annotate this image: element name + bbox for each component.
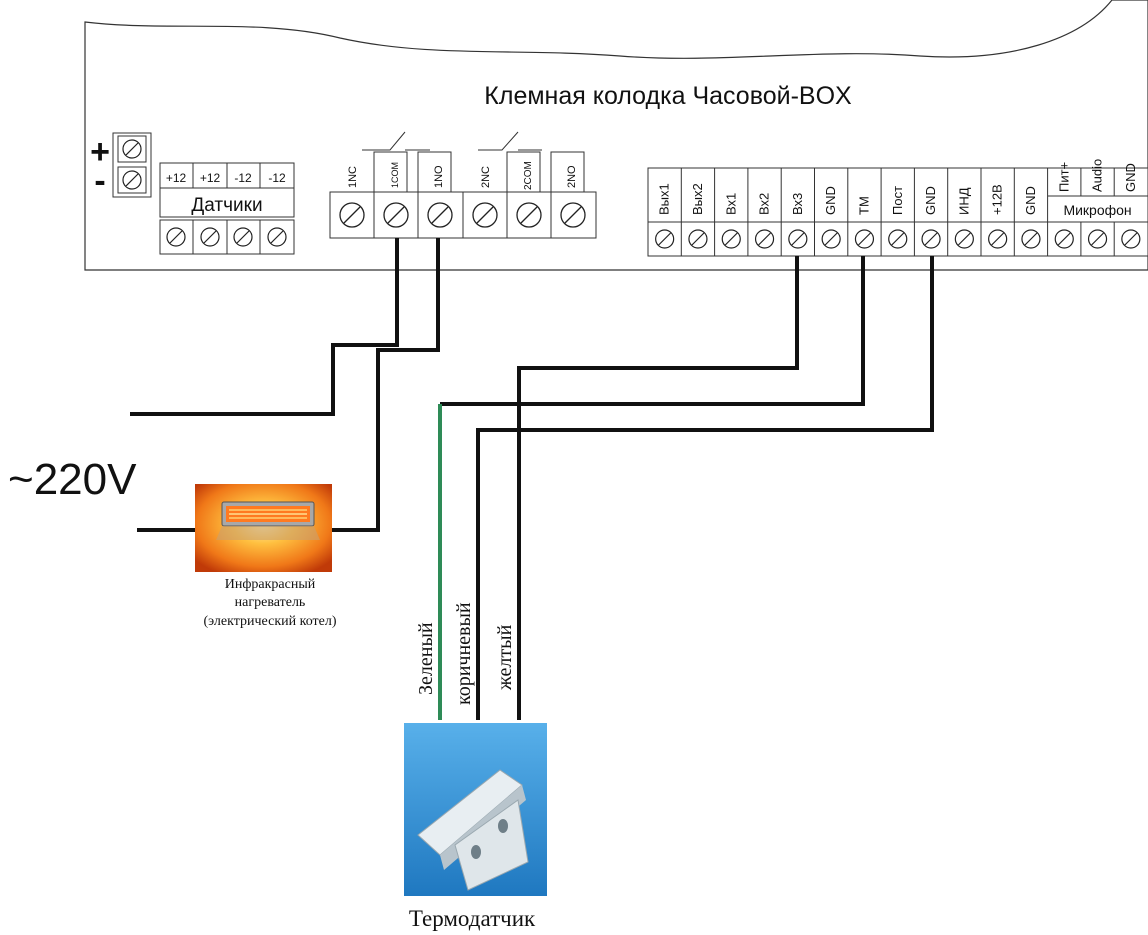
right-terminal-label: Пит+ [1056, 162, 1071, 192]
board-title: Клемная колодка Часовой-BOX [484, 82, 852, 110]
wire-gnd-brown [476, 256, 934, 720]
sensor-terminal-label-4: -12 [268, 171, 286, 185]
wire-label-green: Зеленый [415, 622, 437, 695]
relay-screw-icon [560, 202, 586, 228]
right-terminal-screw-icon [854, 229, 875, 249]
wire-tm-green-junction [440, 256, 865, 406]
mains-label: ~220V [8, 455, 137, 504]
relay-screw-icon [339, 202, 365, 228]
heater-caption-line2: нагреватель [235, 595, 306, 610]
right-terminal-label: Вх1 [723, 193, 738, 215]
relay-screw-icon [472, 202, 498, 228]
heater-caption-line1: Инфракрасный [225, 577, 316, 592]
sensor-terminal-label-3: -12 [234, 171, 252, 185]
right-terminal-label: GND [923, 186, 938, 215]
heater-caption-line3: (электрический котел) [203, 614, 336, 629]
right-terminal-screw-icon [988, 229, 1008, 249]
sensor-screw-icon [233, 227, 253, 247]
relay-screw-icon [383, 202, 409, 228]
right-terminal-label: ТМ [856, 196, 871, 215]
relay1-switch-icon [362, 131, 406, 151]
relay-label-1com: 1COM [390, 162, 400, 188]
sensors-block: +12 +12 -12 -12 Датчики [159, 162, 295, 255]
right-terminal-label: Вых2 [690, 183, 705, 215]
power-plus-label: + [90, 133, 110, 171]
sensor-terminal-label-2: +12 [200, 171, 221, 185]
power-terminal: + - [90, 132, 152, 200]
sensor-body-icon [417, 769, 529, 891]
right-terminal-screw-icon [954, 229, 974, 249]
right-terminal-label: Пост [890, 186, 905, 215]
microphone-caption: Микрофон [1063, 202, 1131, 218]
relay-screw-icon [427, 202, 453, 228]
power-plus-screw-icon [122, 139, 142, 159]
sensors-caption: Датчики [191, 195, 262, 216]
right-terminal-screw-icon [655, 229, 675, 249]
right-terminal-screw-icon [788, 229, 808, 249]
right-terminal-label: Вх3 [790, 193, 805, 215]
relay-label-1no: 1NO [433, 165, 445, 188]
relay-label-2no: 2NO [566, 165, 578, 188]
right-terminal-screw-icon [821, 229, 841, 249]
relay-label-2com: 2COM [523, 161, 534, 190]
relay-label-2nc: 2NC [480, 166, 492, 188]
relay-label-1nc: 1NC [347, 166, 359, 188]
sensor-caption: Термодатчик [409, 906, 536, 931]
wire-vx3-yellow [517, 256, 799, 720]
relay-block: 1NC 1COM 1NO 2NC 2COM 2NO [329, 131, 597, 239]
right-terminal-block: Вых1 Вых2 Вх1 Вх2 Вх3 GND ТМ Пост GND ИНД +12В GND П… [647, 159, 1148, 257]
sensor-terminal-label-1: +12 [166, 171, 187, 185]
power-minus-label: - [94, 162, 105, 200]
wires [130, 238, 934, 720]
thermal-sensor-image [404, 723, 547, 896]
right-terminal-label: ИНД [956, 187, 971, 215]
relay-screw-icon [516, 202, 542, 228]
relay2-switch-icon [478, 131, 519, 151]
right-terminal-screw-icon [1087, 229, 1108, 249]
right-terminal-label: Audio [1090, 159, 1105, 192]
right-terminal-label: GND [1023, 186, 1038, 215]
wire-label-yellow: желтый [494, 624, 516, 691]
sensor-screw-icon [267, 227, 287, 247]
right-terminal-screw-icon [754, 229, 775, 249]
right-terminal-screw-icon [688, 229, 708, 249]
right-terminal-screw-icon [921, 229, 941, 249]
right-terminal-label: GND [823, 186, 838, 215]
heater-image [195, 484, 332, 572]
wire-label-brown: коричневый [453, 602, 475, 705]
right-terminal-screw-icon [1121, 229, 1141, 249]
power-minus-screw-icon [122, 170, 142, 190]
right-terminal-label: +12В [990, 184, 1005, 215]
right-terminal-label: Вх2 [757, 193, 772, 215]
right-terminal-label: Вых1 [657, 183, 672, 215]
wire-1com-mains [130, 238, 399, 416]
right-terminal-screw-icon [721, 229, 741, 249]
sensor-screw-icon [200, 227, 220, 247]
heater-icon [216, 501, 320, 540]
right-terminal-screw-icon [888, 229, 908, 249]
wire-1no-heater [332, 238, 440, 532]
right-terminal-label: GND [1123, 163, 1138, 192]
right-terminal-screw-icon [1021, 229, 1041, 249]
sensor-screw-icon [166, 227, 186, 247]
right-terminal-screw-icon [1054, 229, 1074, 249]
